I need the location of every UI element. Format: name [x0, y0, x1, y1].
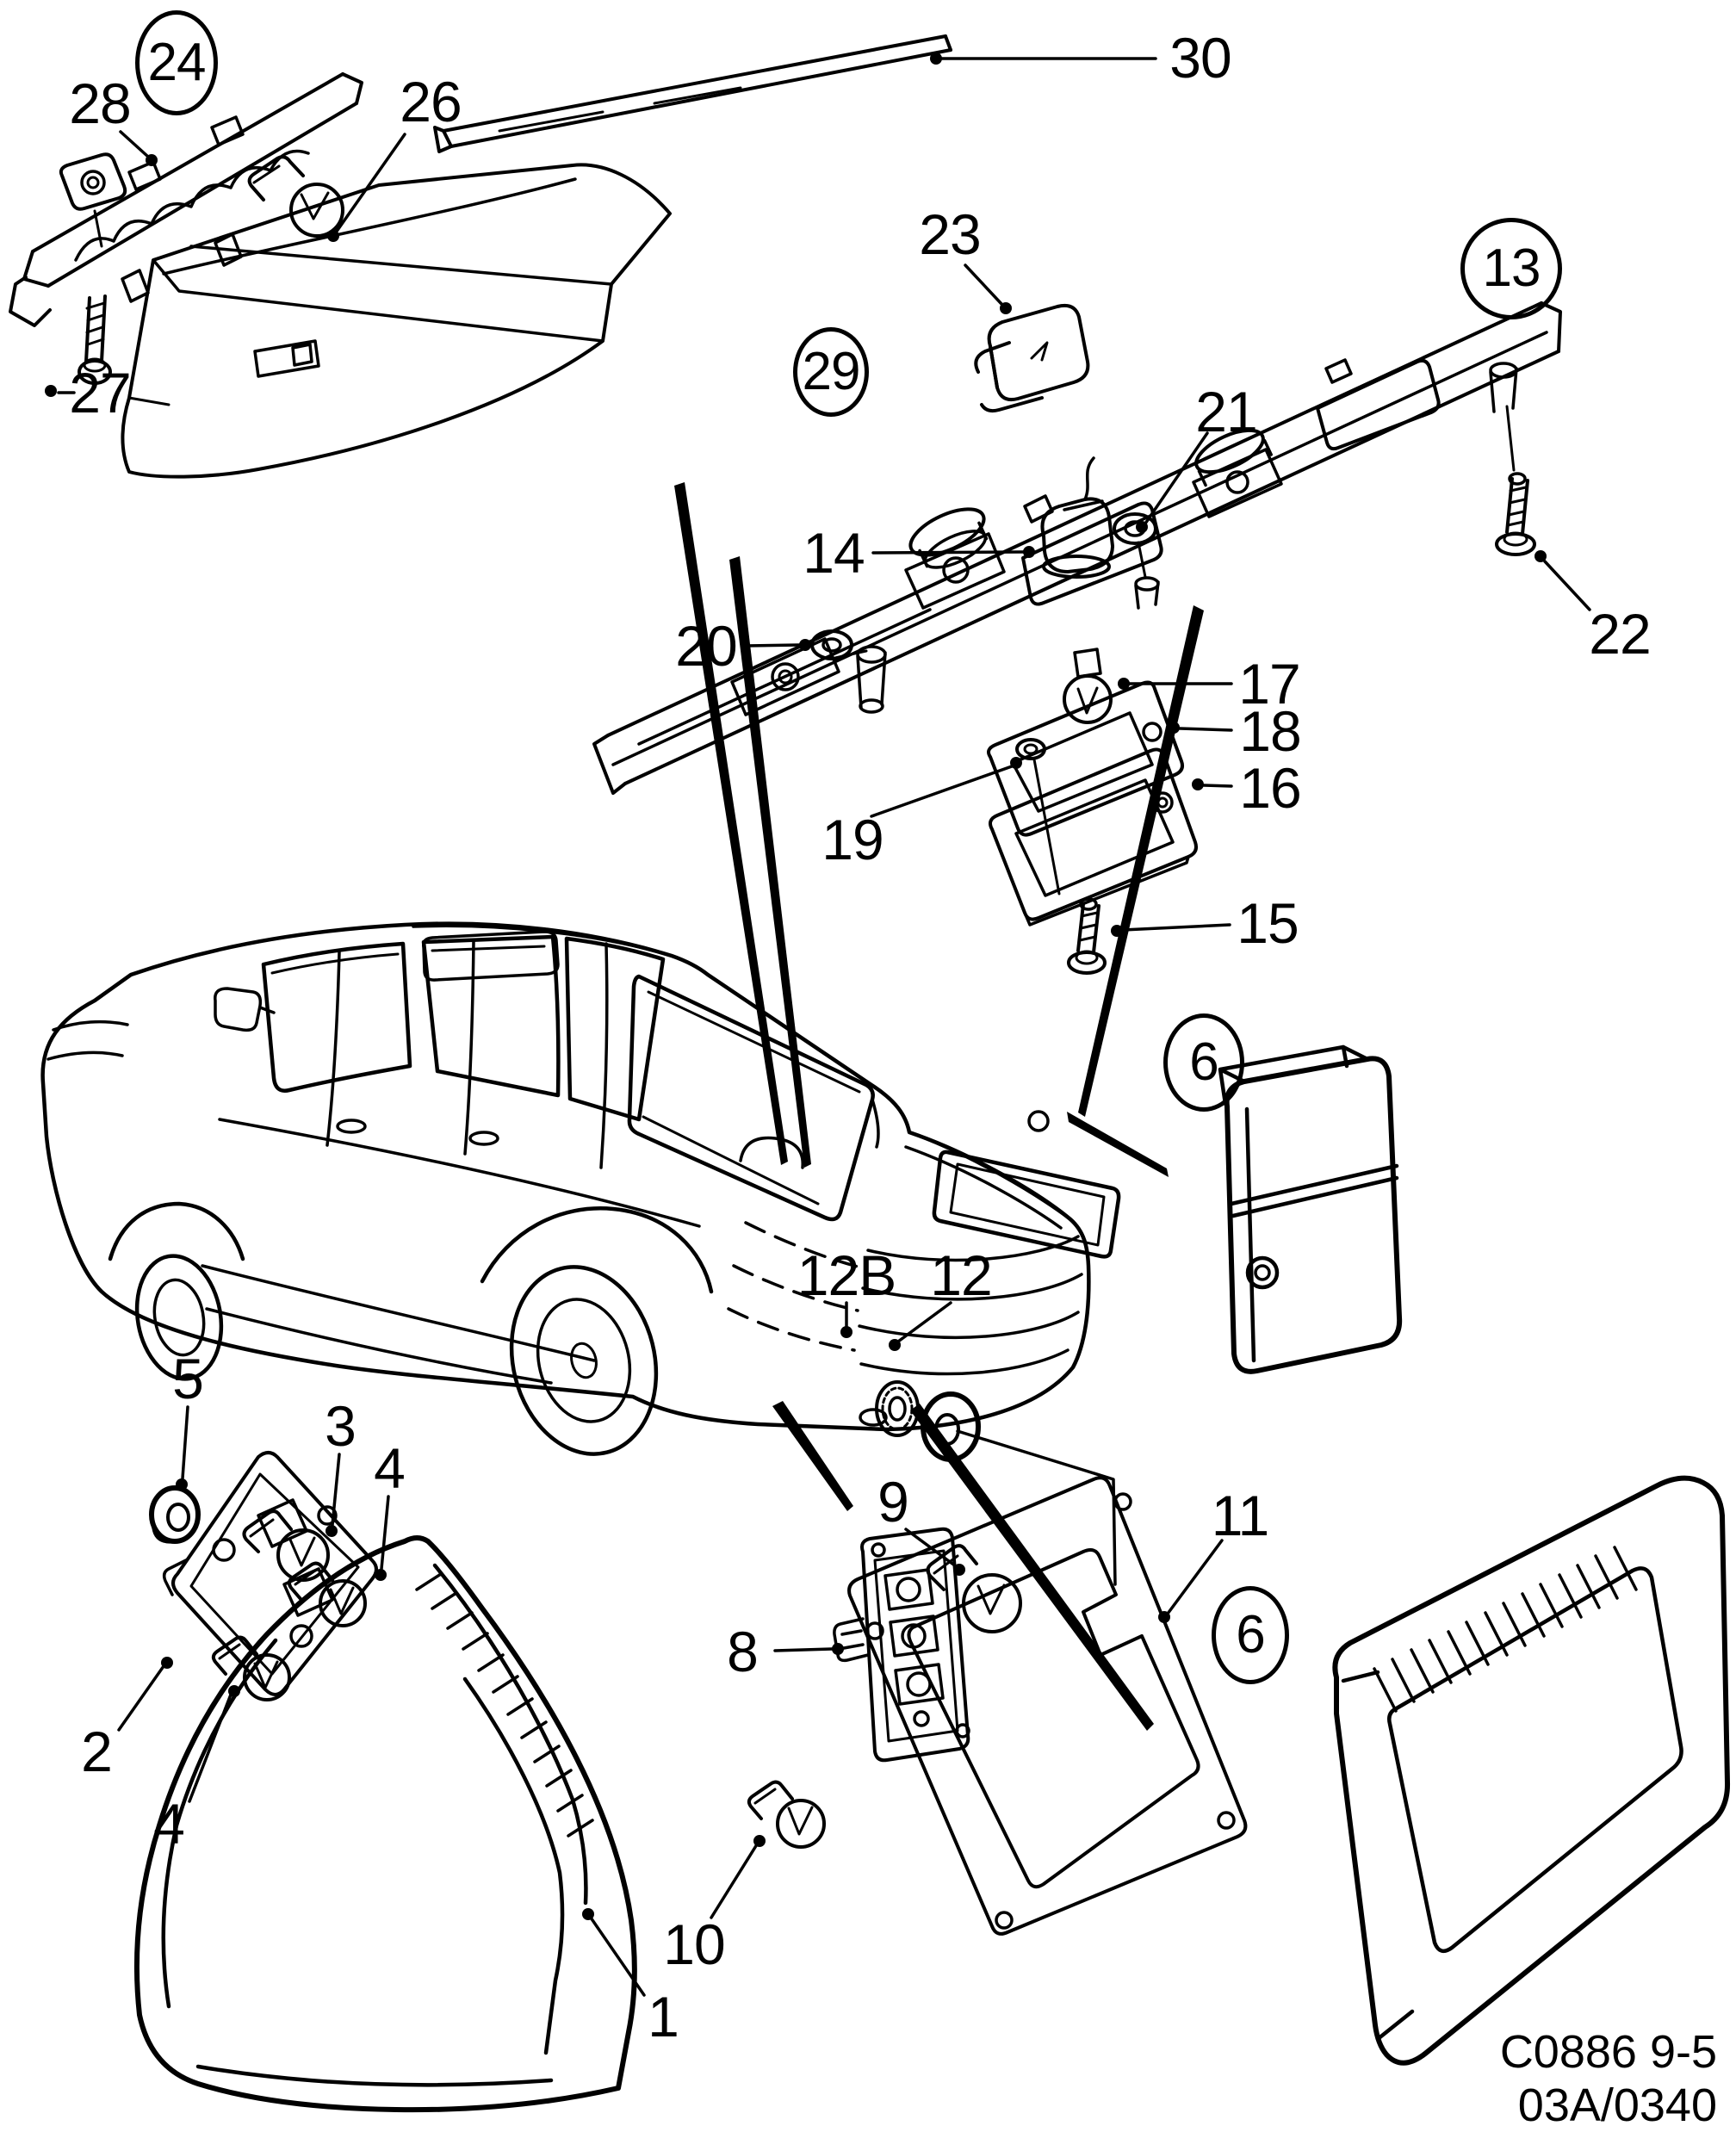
part-screw-27 — [78, 294, 112, 385]
callout-8: 8 — [727, 1620, 759, 1683]
part-clip-28 — [59, 152, 127, 248]
callout-13: 13 — [1460, 218, 1562, 319]
callout-16: 16 — [1239, 756, 1301, 820]
callout-12B: 12B — [797, 1243, 896, 1307]
part-parcel-shelf-29 — [121, 163, 672, 479]
part-bulb-4-lower — [211, 1635, 291, 1701]
part-trim-strip-30 — [433, 34, 952, 153]
callout-30: 30 — [1169, 26, 1231, 90]
callout-27: 27 — [69, 361, 131, 425]
lens-hatching — [1373, 1546, 1638, 1713]
wedge-leader-lines — [674, 482, 1204, 1731]
part-bulb-26 — [247, 155, 344, 238]
car-drawing — [40, 921, 1121, 1456]
leader-lines — [45, 53, 1591, 1997]
callout-28: 28 — [69, 71, 131, 135]
part-screw-22 — [1495, 405, 1536, 556]
callout-23: 23 — [919, 202, 981, 266]
callout-1: 1 — [648, 1985, 679, 2048]
callout-5: 5 — [172, 1347, 204, 1410]
part-nut-5 — [149, 1485, 201, 1544]
part-nut-20 — [810, 629, 868, 660]
lens-hatching — [415, 1572, 594, 1838]
drawing-number: C0886 9-5 — [1499, 2026, 1717, 2078]
callout-21: 21 — [1195, 380, 1257, 443]
revision-code: 03A/0340 — [1517, 2079, 1717, 2131]
part-inner-lamp-6-lower — [1332, 1475, 1731, 2066]
callout-14: 14 — [803, 521, 865, 585]
callout-17: 17 — [1238, 652, 1300, 716]
callout-26: 26 — [400, 70, 462, 133]
part-screw-15 — [1067, 897, 1107, 975]
part-inner-lamp-6-upper — [1218, 1044, 1403, 1374]
callout-10: 10 — [663, 1912, 725, 1976]
callout-15: 15 — [1237, 891, 1299, 955]
callout-18: 18 — [1239, 699, 1301, 763]
part-bulb-10 — [747, 1780, 826, 1849]
callout-20: 20 — [675, 614, 737, 678]
part-gasket-18 — [987, 680, 1184, 837]
part-lock-ring-12B — [875, 1380, 920, 1437]
part-bulb-9 — [926, 1544, 1022, 1633]
part-bulb-socket-14 — [1040, 456, 1114, 579]
callout-9: 9 — [877, 1470, 909, 1534]
part-tail-lamp-1 — [133, 1535, 637, 2113]
callout-24: 24 — [135, 10, 218, 115]
part-bulb-4-upper — [287, 1561, 367, 1627]
callout-6-lower: 6 — [1212, 1586, 1289, 1684]
part-bulb-17 — [1063, 648, 1113, 724]
callout-4-upper: 4 — [374, 1436, 406, 1500]
callout-3: 3 — [325, 1394, 356, 1458]
callout-12: 12 — [930, 1243, 992, 1307]
callout-11: 11 — [1211, 1484, 1270, 1547]
part-gasket-11 — [847, 1429, 1248, 1936]
callout-4-lower: 4 — [153, 1792, 185, 1856]
callout-6-upper: 6 — [1163, 1013, 1244, 1112]
callout-19: 19 — [822, 808, 884, 871]
callout-2: 2 — [81, 1720, 113, 1783]
callout-29: 29 — [793, 327, 869, 417]
part-bulb-holder-2 — [162, 1451, 378, 1696]
callout-22: 22 — [1589, 602, 1651, 666]
part-grommet-12 — [921, 1391, 981, 1462]
part-third-brake-light-24 — [9, 72, 363, 327]
part-bracket-23 — [974, 303, 1090, 413]
